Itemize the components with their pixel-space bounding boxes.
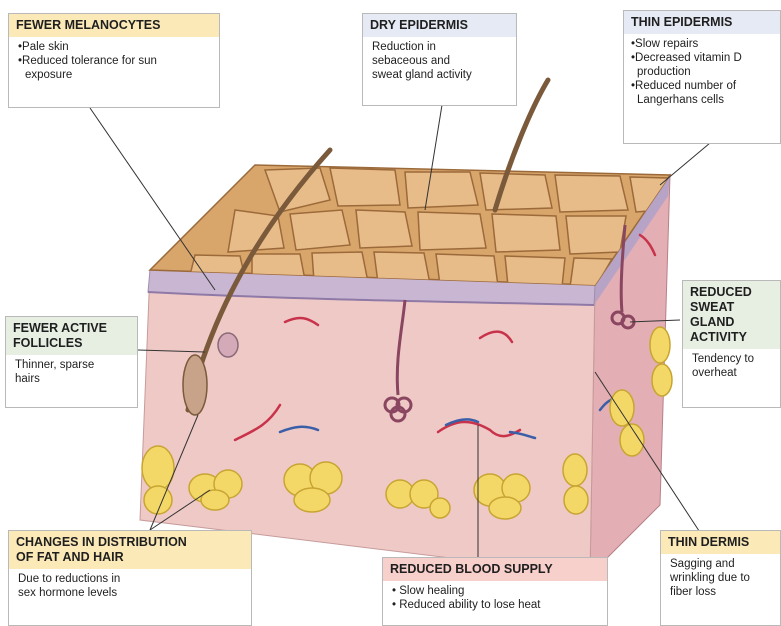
label-line: Langerhans cells <box>631 93 773 107</box>
label-line: overheat <box>692 366 773 380</box>
label-title: THIN DERMIS <box>661 531 780 554</box>
label-line: •Reduced number of <box>631 79 773 93</box>
label-title: DRY EPIDERMIS <box>363 14 516 37</box>
label-line: •Pale skin <box>18 40 212 54</box>
label-title: REDUCED SWEAT GLAND ACTIVITY <box>683 281 780 349</box>
sebaceous-gland <box>218 333 238 357</box>
label-changes-fat-hair: CHANGES IN DISTRIBUTION OF FAT AND HAIR … <box>8 530 252 626</box>
label-dry-epidermis: DRY EPIDERMIS Reduction in sebaceous and… <box>362 13 517 106</box>
label-line: Sagging and <box>670 557 773 571</box>
label-title: CHANGES IN DISTRIBUTION OF FAT AND HAIR <box>9 531 251 569</box>
hair-follicle <box>183 355 207 415</box>
label-line: sweat gland activity <box>372 68 509 82</box>
label-fewer-melanocytes: FEWER MELANOCYTES •Pale skin •Reduced to… <box>8 13 220 108</box>
label-body: Thinner, sparse hairs <box>6 355 137 390</box>
label-line: sebaceous and <box>372 54 509 68</box>
label-line: • Reduced ability to lose heat <box>392 598 600 612</box>
label-line: production <box>631 65 773 79</box>
label-line: wrinkling due to <box>670 571 773 585</box>
label-line: •Decreased vitamin D <box>631 51 773 65</box>
label-title: THIN EPIDERMIS <box>624 11 780 34</box>
label-title-line: GLAND <box>690 315 773 330</box>
label-title-line: OF FAT AND HAIR <box>16 550 244 565</box>
label-fewer-active-follicles: FEWER ACTIVE FOLLICLES Thinner, sparse h… <box>5 316 138 408</box>
label-title-line: ACTIVITY <box>690 330 773 345</box>
label-line: hairs <box>15 372 130 386</box>
label-body: Tendency to overheat <box>683 349 780 384</box>
label-line: fiber loss <box>670 585 773 599</box>
label-body: •Slow repairs •Decreased vitamin D produ… <box>624 34 780 111</box>
label-title: FEWER MELANOCYTES <box>9 14 219 37</box>
label-line: Tendency to <box>692 352 773 366</box>
label-title-line: FOLLICLES <box>13 336 130 351</box>
label-body: • Slow healing • Reduced ability to lose… <box>383 581 607 616</box>
label-title-line: FEWER ACTIVE <box>13 321 130 336</box>
label-body: Sagging and wrinkling due to fiber loss <box>661 554 780 603</box>
label-title-line: SWEAT <box>690 300 773 315</box>
label-reduced-sweat-gland-activity: REDUCED SWEAT GLAND ACTIVITY Tendency to… <box>682 280 781 408</box>
label-title: REDUCED BLOOD SUPPLY <box>383 558 607 581</box>
label-title-line: REDUCED <box>690 285 773 300</box>
label-body: Due to reductions in sex hormone levels <box>9 569 251 604</box>
label-thin-dermis: THIN DERMIS Sagging and wrinkling due to… <box>660 530 781 626</box>
label-line: • Slow healing <box>392 584 600 598</box>
label-body: •Pale skin •Reduced tolerance for sun ex… <box>9 37 219 86</box>
label-line: Thinner, sparse <box>15 358 130 372</box>
label-title-line: CHANGES IN DISTRIBUTION <box>16 535 244 550</box>
label-thin-epidermis: THIN EPIDERMIS •Slow repairs •Decreased … <box>623 10 781 144</box>
label-line: exposure <box>18 68 212 82</box>
label-line: Due to reductions in <box>18 572 244 586</box>
label-title: FEWER ACTIVE FOLLICLES <box>6 317 137 355</box>
label-line: sex hormone levels <box>18 586 244 600</box>
label-reduced-blood-supply: REDUCED BLOOD SUPPLY • Slow healing • Re… <box>382 557 608 626</box>
label-line: Reduction in <box>372 40 509 54</box>
label-body: Reduction in sebaceous and sweat gland a… <box>363 37 516 86</box>
label-line: •Reduced tolerance for sun <box>18 54 212 68</box>
label-line: •Slow repairs <box>631 37 773 51</box>
